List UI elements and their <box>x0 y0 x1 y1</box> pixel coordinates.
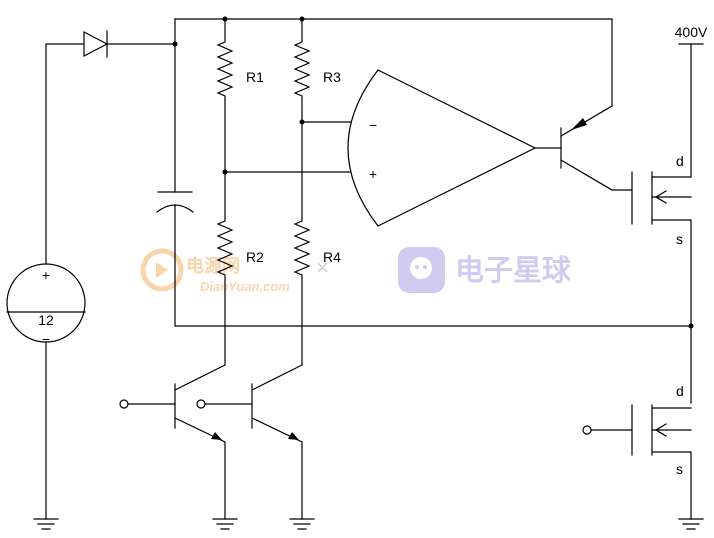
opamp-plus-sign: + <box>369 166 377 182</box>
watermark-dianyuan: 电源网 DianYuan.com <box>140 248 290 294</box>
low-drain-label: d <box>676 383 684 399</box>
capacitor <box>156 43 194 327</box>
dianyuan-logo-icon <box>140 248 184 292</box>
watermark-left-brand: 电源网 <box>186 255 240 276</box>
battery-12v: + 12 − <box>6 43 86 520</box>
watermark-separator: × <box>316 255 329 280</box>
watermark-left-url: DianYuan.com <box>200 279 290 294</box>
npn-transistor-left <box>119 364 238 530</box>
ground-battery <box>33 518 59 530</box>
low-source-label: s <box>676 461 683 477</box>
r3-label: R3 <box>323 69 341 85</box>
supply-400v: 400V <box>675 24 708 45</box>
resistor-r4: R4 <box>293 121 341 366</box>
watermark-right-brand: 电子星球 <box>455 254 572 287</box>
battery-plus-sign: + <box>42 267 50 283</box>
high-side-mosfet: d s <box>611 43 692 327</box>
high-source-label: s <box>676 231 683 247</box>
resistor-r2: R2 <box>216 171 264 366</box>
battery-minus-sign: − <box>42 331 50 347</box>
switch-node-rail <box>174 323 694 404</box>
watermark-dianzixingqiu: 电子星球 <box>398 247 572 293</box>
diode <box>83 30 178 58</box>
supply-voltage-label: 400V <box>675 24 708 40</box>
divider-nodes <box>222 99 360 175</box>
left-input-terminal <box>119 399 129 409</box>
resistor-r3: R3 <box>293 18 341 123</box>
opamp-minus-sign: − <box>369 117 377 133</box>
comparator: − + <box>347 69 562 227</box>
low-side-gate-terminal <box>582 425 592 435</box>
battery-value-label: 12 <box>38 312 54 328</box>
resistor-r1: R1 <box>216 18 264 101</box>
npn-transistor-right <box>196 364 315 530</box>
r4-label: R4 <box>323 249 341 265</box>
low-side-mosfet: d s <box>582 383 704 530</box>
r2-label: R2 <box>246 249 264 265</box>
pnp-driver-transistor <box>560 105 613 191</box>
r1-label: R1 <box>246 69 264 85</box>
right-input-terminal <box>196 399 206 409</box>
high-drain-label: d <box>676 153 684 169</box>
